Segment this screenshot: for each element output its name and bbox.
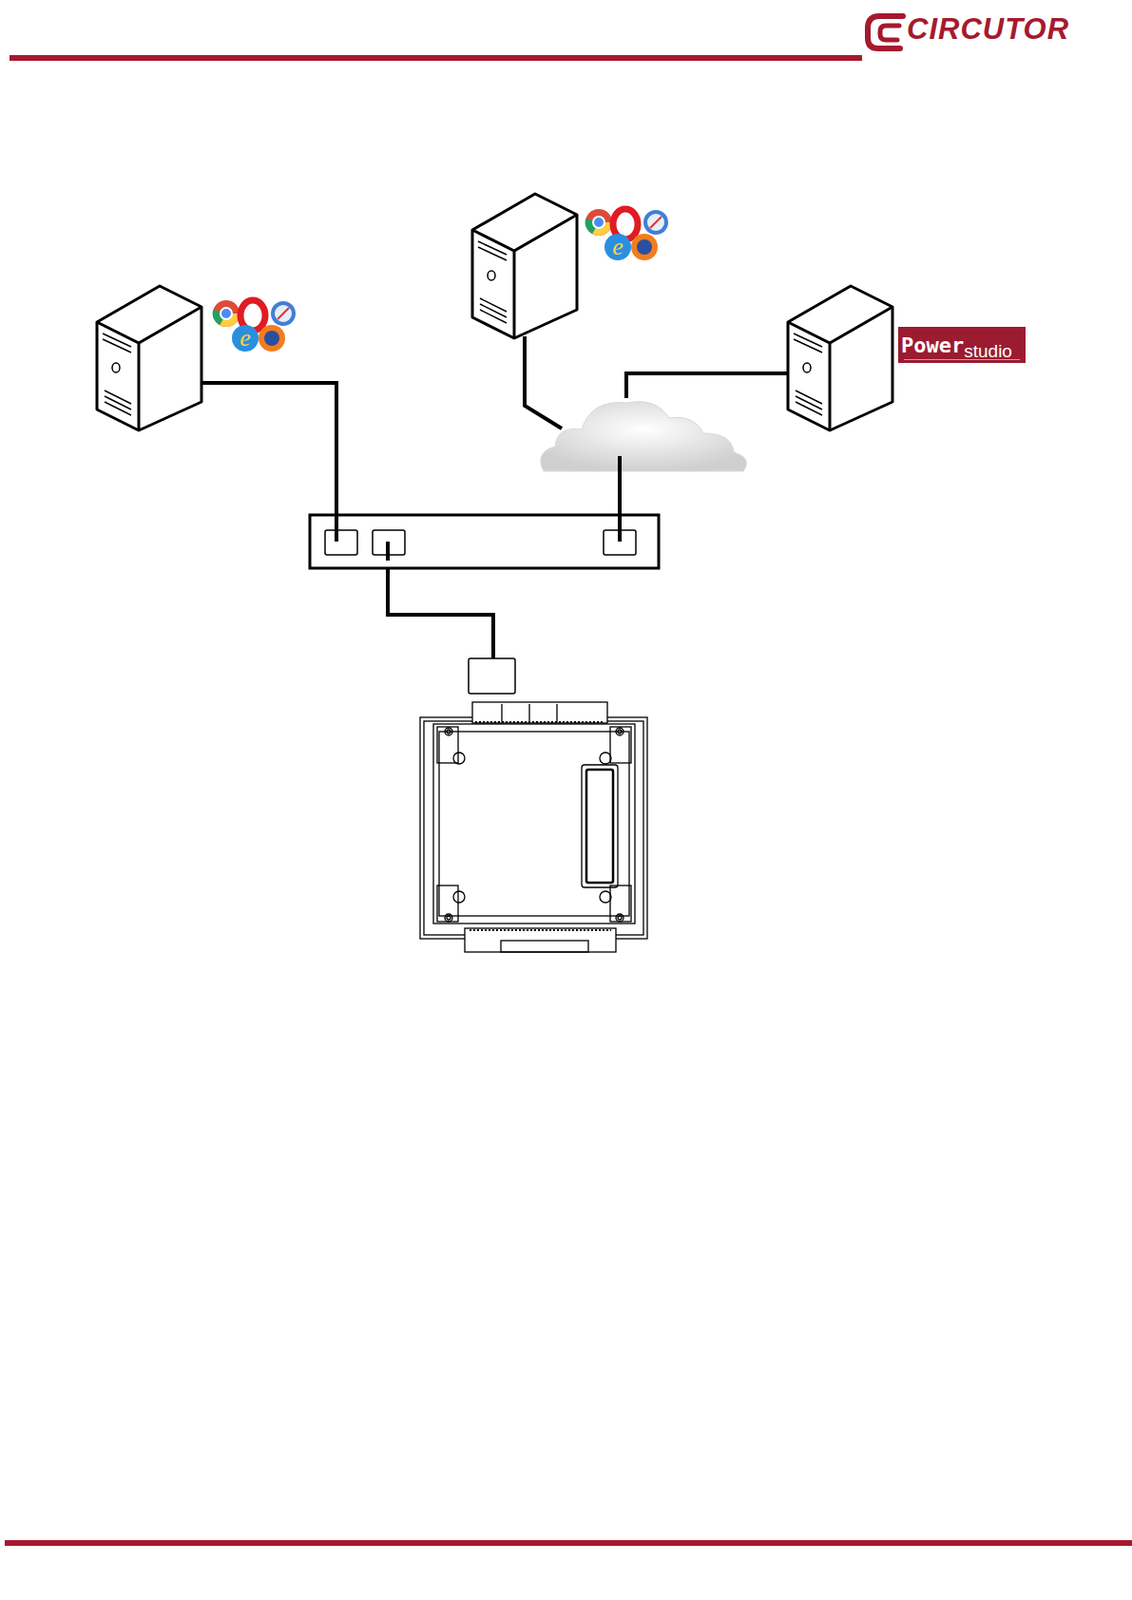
meter-device — [420, 702, 648, 953]
software-logo: Powerstudio — [898, 326, 1026, 364]
network-switch — [309, 515, 659, 569]
browser-icons — [212, 300, 296, 352]
computer-tower — [787, 286, 893, 431]
logo-mark — [867, 16, 903, 49]
brand-logo: CIRCUTOR — [906, 13, 1070, 46]
browser-icons — [585, 209, 669, 261]
computer-tower — [472, 193, 577, 339]
internet-cloud — [540, 402, 747, 472]
logo-subword: studio — [963, 342, 1013, 361]
logo-word: Power — [901, 335, 964, 357]
network-cable — [201, 336, 788, 659]
computer-tower — [96, 286, 202, 431]
rj45-plug — [468, 658, 516, 694]
